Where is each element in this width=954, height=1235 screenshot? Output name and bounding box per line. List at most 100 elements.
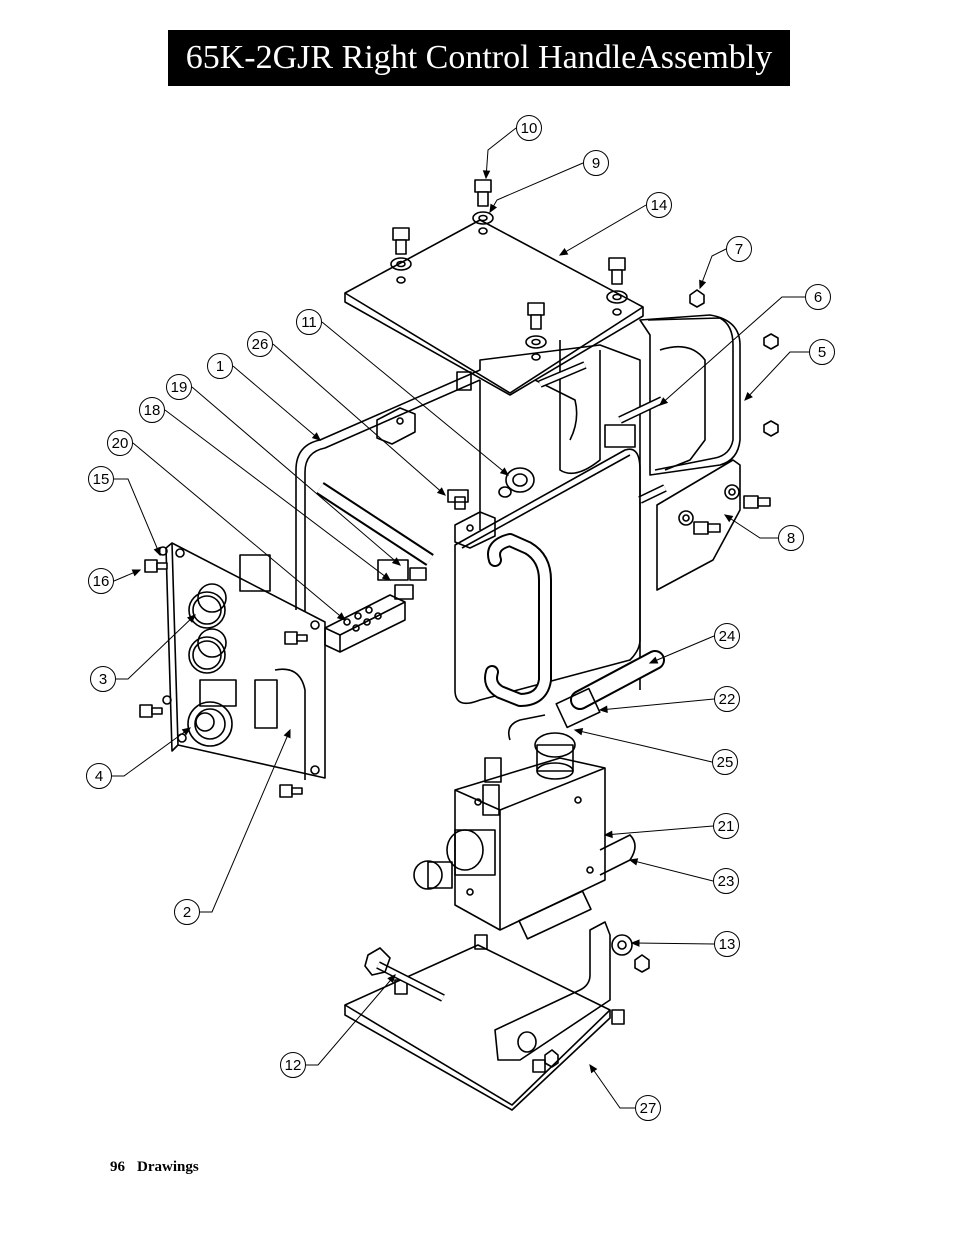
- callout-26: 26: [247, 331, 446, 496]
- callout-leader-line: [631, 942, 715, 945]
- page-title: 65K-2GJR Right Control HandleAssembly: [168, 30, 790, 86]
- callout-number: 15: [93, 471, 110, 488]
- callout-arrowhead: [628, 858, 639, 866]
- callout-bubble: [712, 749, 738, 775]
- callout-arrowhead: [131, 569, 142, 577]
- callout-number: 9: [592, 155, 600, 172]
- callout-16: 16: [88, 568, 142, 594]
- callout-27: 27: [589, 1063, 661, 1121]
- callout-number: 10: [521, 120, 538, 137]
- callout-arrowhead: [381, 572, 392, 581]
- callout-bubble: [86, 763, 112, 789]
- callout-bubble: [646, 192, 672, 218]
- callout-bubble: [778, 525, 804, 551]
- callout-number: 24: [719, 628, 736, 645]
- callout-arrowhead: [387, 974, 396, 984]
- callout-number: 22: [719, 691, 736, 708]
- callout-2: 2: [174, 728, 291, 925]
- callout-1: 1: [207, 353, 321, 441]
- callout-bubble: [713, 868, 739, 894]
- callout-leader-line: [272, 343, 446, 496]
- callout-arrowhead: [699, 279, 707, 290]
- callout-arrowhead: [489, 203, 498, 214]
- callout-arrowhead: [723, 514, 734, 523]
- threaded-studs: [538, 361, 667, 504]
- callout-leader-line: [629, 859, 714, 882]
- callout-leader-line: [744, 351, 809, 401]
- callout-number: 6: [814, 289, 822, 306]
- callout-leader-line: [200, 729, 291, 913]
- callout-5: 5: [744, 339, 835, 401]
- callout-arrowhead: [598, 705, 608, 714]
- callout-leader-line: [306, 974, 396, 1066]
- callout-7: 7: [699, 236, 752, 290]
- callout-arrowhead: [573, 728, 584, 736]
- callout-4: 4: [86, 727, 192, 789]
- callout-11: 11: [296, 309, 509, 476]
- top-cover-plate: [344, 219, 644, 396]
- hex-nuts: [689, 289, 779, 437]
- callout-bubble: [714, 623, 740, 649]
- hoses-and-fittings: [484, 650, 665, 783]
- callout-12: 12: [280, 974, 396, 1078]
- callout-leader-line: [724, 514, 778, 539]
- callout-number: 14: [651, 197, 668, 214]
- callout-leader-line: [489, 162, 584, 213]
- callout-number: 2: [183, 904, 191, 921]
- callout-bubble: [809, 339, 835, 365]
- callout-bubble: [516, 115, 542, 141]
- valve-body: [413, 757, 636, 940]
- top-bolts: [390, 179, 628, 361]
- callout-13: 13: [630, 931, 740, 957]
- callout-leader-line: [659, 296, 805, 406]
- callout-bubble: [174, 899, 200, 925]
- callout-bubble: [726, 236, 752, 262]
- callout-bubble: [714, 686, 740, 712]
- base-plate: [344, 921, 650, 1111]
- callout-bubble: [713, 813, 739, 839]
- callout-arrowhead: [659, 397, 669, 406]
- callout-bubble: [139, 397, 165, 423]
- main-housing: [295, 340, 641, 690]
- callout-number: 16: [93, 573, 110, 590]
- callout-leader-line: [191, 386, 401, 566]
- pivot-fittings: [447, 467, 535, 510]
- callout-arrowhead: [648, 656, 659, 664]
- callout-leader-line: [574, 729, 713, 763]
- callout-leader-line: [321, 321, 509, 476]
- callout-14: 14: [558, 192, 672, 256]
- callout-number: 18: [144, 402, 161, 419]
- callout-bubble: [583, 150, 609, 176]
- callout-arrowhead: [186, 614, 196, 623]
- callout-arrowhead: [482, 170, 491, 180]
- callout-arrowhead: [499, 467, 509, 476]
- callout-number: 7: [735, 241, 743, 258]
- callout-leader-line: [132, 442, 346, 621]
- callout-bubble: [635, 1095, 661, 1121]
- callout-leader-line: [604, 825, 714, 836]
- callout-leader-line: [485, 127, 517, 179]
- callout-arrowhead: [744, 391, 753, 401]
- callout-bubble: [805, 284, 831, 310]
- callout-6: 6: [659, 284, 831, 406]
- callout-leader-line: [164, 409, 391, 581]
- callout-number: 8: [787, 530, 795, 547]
- manifold-block: [324, 559, 427, 653]
- callout-bubble: [296, 309, 322, 335]
- callout-bubble: [88, 568, 114, 594]
- callout-bubble: [107, 430, 133, 456]
- callout-number: 20: [112, 435, 129, 452]
- callout-9: 9: [489, 150, 609, 214]
- callout-number: 25: [717, 754, 734, 771]
- callout-leader-line: [599, 698, 715, 711]
- callout-23: 23: [628, 858, 739, 894]
- side-bracket-plates: [639, 314, 771, 591]
- callout-leader-line: [232, 365, 321, 441]
- callout-bubble: [166, 374, 192, 400]
- callout-number: 5: [818, 344, 826, 361]
- callout-arrowhead: [311, 432, 321, 441]
- callout-15: 15: [88, 466, 161, 557]
- callout-arrowhead: [181, 727, 192, 736]
